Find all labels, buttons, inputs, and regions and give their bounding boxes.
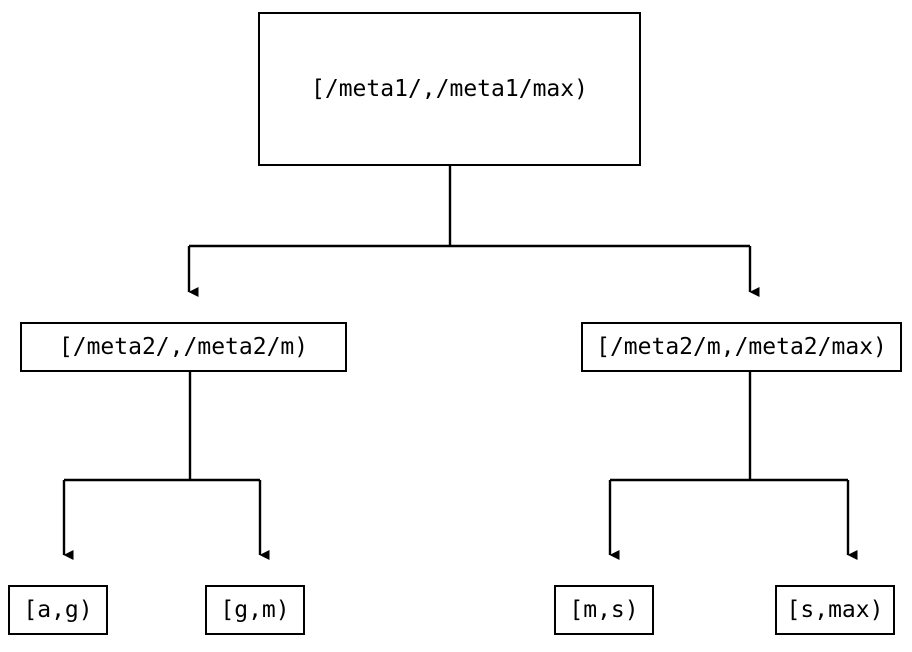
tree-node-leaf-3[interactable]: [m,s) [554, 585, 654, 635]
edge-midleft-to-leaves [62, 372, 270, 560]
edge-midright-to-leaves [608, 372, 858, 560]
tree-node-leaf-4-label: [s,max) [786, 596, 884, 623]
tree-node-mid-left[interactable]: [/meta2/,/meta2/m) [20, 322, 347, 372]
tree-node-leaf-1-label: [a,g) [23, 596, 93, 623]
tree-node-leaf-1[interactable]: [a,g) [8, 585, 108, 635]
tree-node-mid-right[interactable]: [/meta2/m,/meta2/max) [581, 322, 902, 372]
tree-node-leaf-2[interactable]: [g,m) [205, 585, 305, 635]
tree-node-root[interactable]: [/meta1/,/meta1/max) [258, 12, 641, 166]
tree-node-leaf-2-label: [g,m) [220, 596, 290, 623]
tree-node-root-label: [/meta1/,/meta1/max) [311, 75, 588, 102]
tree-node-leaf-3-label: [m,s) [569, 596, 639, 623]
tree-node-mid-left-label: [/meta2/,/meta2/m) [58, 333, 309, 360]
tree-node-mid-right-label: [/meta2/m,/meta2/max) [596, 333, 887, 360]
edge-root-to-middle [187, 166, 760, 297]
tree-node-leaf-4[interactable]: [s,max) [775, 585, 895, 635]
